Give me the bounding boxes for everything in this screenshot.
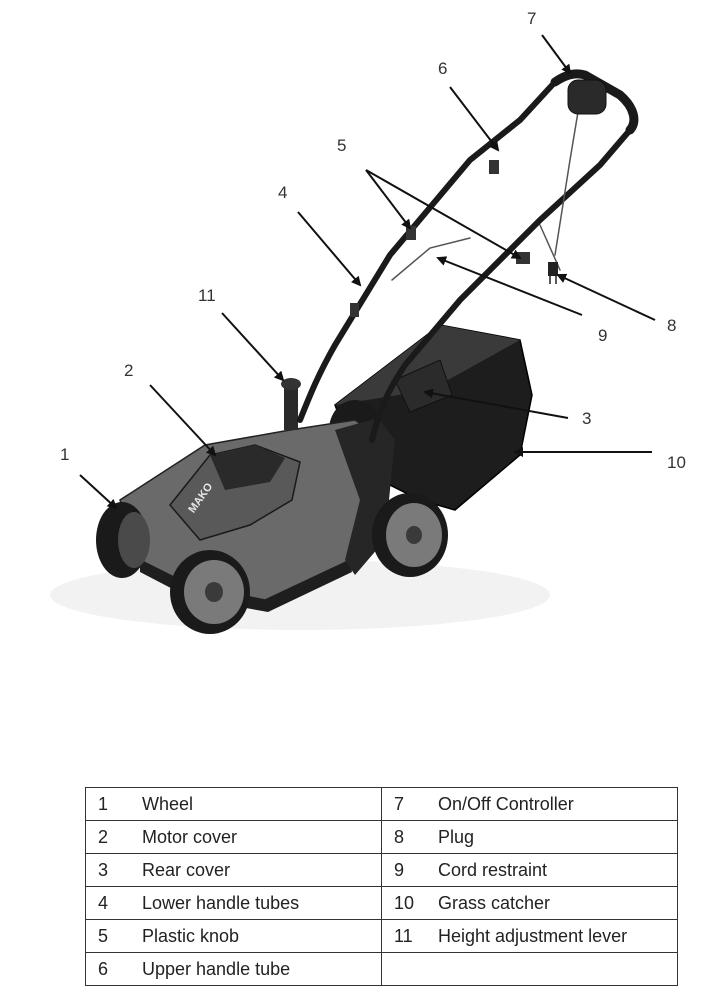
table-row: 2 Motor cover 8 Plug [85, 820, 678, 854]
part-number: 3 [98, 859, 109, 880]
table-cell: 10 Grass catcher [381, 886, 678, 920]
callout-6: 6 [438, 59, 447, 78]
arrow-5b [365, 169, 522, 259]
part-number: 5 [98, 925, 109, 946]
grass-catcher-top [335, 325, 520, 405]
part-number: 6 [98, 958, 109, 979]
part-number: 1 [98, 793, 109, 814]
table-cell: 7 On/Off Controller [381, 787, 678, 821]
height-adjustment-lever [281, 378, 301, 430]
rear-wheel-right [372, 493, 448, 577]
table-cell: 6 Upper handle tube [85, 952, 382, 986]
arrow-2 [149, 384, 217, 457]
table-cell: 8 Plug [381, 820, 678, 854]
table-cell: 11 Height adjustment lever [381, 919, 678, 953]
parts-table: 1 Wheel 7 On/Off Controller 2 Motor cover 8… [85, 787, 678, 986]
callout-5: 5 [337, 136, 346, 155]
motor-cover-top [210, 445, 285, 490]
part-number: 4 [98, 892, 109, 913]
part-number: 2 [98, 826, 109, 847]
rear-cover [394, 359, 453, 413]
part-number: 10 [394, 892, 415, 913]
callout-10: 10 [667, 453, 686, 472]
lower-handle-clamp [350, 303, 359, 317]
table-row: 3 Rear cover 9 Cord restraint [85, 853, 678, 887]
main-wheel [170, 550, 250, 634]
callout-7: 7 [527, 9, 536, 28]
part-number: 8 [394, 826, 405, 847]
table-cell: 2 Motor cover [85, 820, 382, 854]
callout-8: 8 [667, 316, 676, 335]
arrow-5a [365, 169, 412, 230]
table-row: 1 Wheel 7 On/Off Controller [85, 787, 678, 821]
table-cell: 5 Plastic knob [85, 919, 382, 953]
callout-4: 4 [278, 183, 287, 202]
on-off-controller [567, 79, 607, 115]
part-number: 11 [394, 925, 413, 946]
table-row: 5 Plastic knob 11 Height adjustment lever [85, 919, 678, 953]
part-label: Plug [438, 826, 475, 847]
arrow-1 [79, 474, 118, 510]
arrow-8 [556, 273, 656, 321]
part-label: Upper handle tube [142, 958, 291, 979]
arrow-9 [436, 256, 583, 316]
part-label: Wheel [142, 793, 194, 814]
callout-arrows [79, 34, 656, 510]
table-cell: 1 Wheel [85, 787, 382, 821]
arrow-3 [423, 388, 569, 419]
callout-3: 3 [582, 409, 591, 428]
part-label: Cord restraint [438, 859, 548, 880]
table-cell: 9 Cord restraint [381, 853, 678, 887]
part-label: Height adjustment lever [438, 925, 628, 946]
arrow-4 [297, 211, 362, 287]
part-label: Rear cover [142, 859, 231, 880]
table-cell: 3 Rear cover [85, 853, 382, 887]
arrow-11 [221, 312, 285, 382]
callout-9: 9 [598, 326, 607, 345]
table-row: 4 Lower handle tubes 10 Grass catcher [85, 886, 678, 920]
table-row: 6 Upper handle tube [85, 952, 678, 986]
callout-11: 11 [198, 286, 216, 305]
front-wheel [96, 502, 150, 578]
part-label: On/Off Controller [438, 793, 574, 814]
arrow-6 [449, 86, 500, 152]
part-number: 9 [394, 859, 405, 880]
plug [548, 262, 558, 284]
part-label: Motor cover [142, 826, 238, 847]
callout-1: 1 [60, 445, 69, 464]
lawn-mower-diagram: MAKO [50, 9, 686, 634]
part-number: 7 [394, 793, 405, 814]
part-label: Plastic knob [142, 925, 240, 946]
upper-handle-clamp [489, 160, 499, 174]
table-cell-empty [381, 952, 678, 986]
part-label: Grass catcher [438, 892, 551, 913]
arrow-7 [541, 34, 572, 75]
table-cell: 4 Lower handle tubes [85, 886, 382, 920]
plastic-knob-upper [406, 226, 416, 240]
part-label: Lower handle tubes [142, 892, 300, 913]
callout-2: 2 [124, 361, 133, 380]
